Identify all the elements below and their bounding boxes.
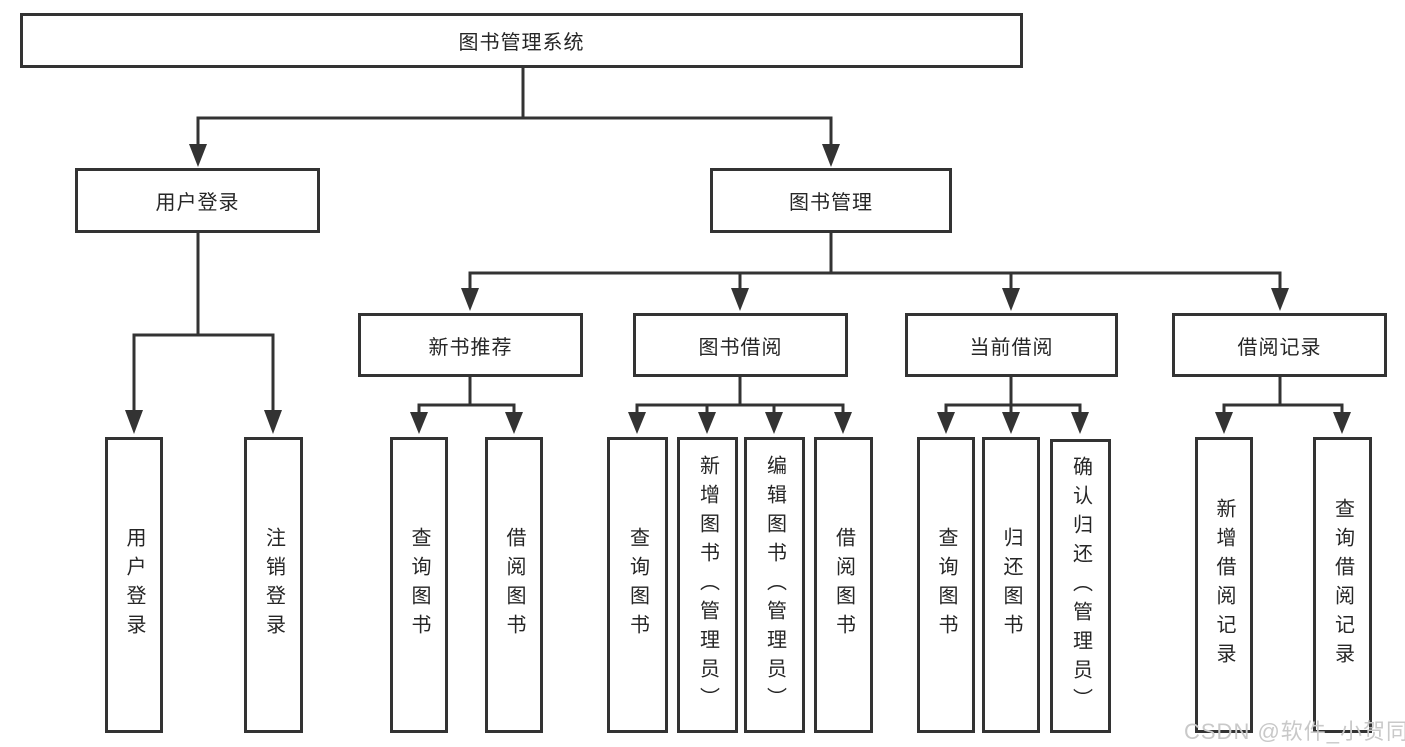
node-records-add-borrow-record: 新增借阅记录	[1195, 437, 1253, 733]
node-label: 借阅图书	[503, 527, 525, 643]
node-label: 注销登录	[262, 527, 285, 643]
node-recommend-query-books: 查询图书	[390, 437, 448, 733]
node-label: 编辑图书（管理员）	[763, 454, 786, 716]
node-current-return-books: 归还图书	[982, 437, 1040, 733]
node-current-borrowing: 当前借阅	[905, 313, 1118, 377]
node-label: 新增图书（管理员）	[696, 454, 719, 716]
node-borrowing-add-book-admin: 新增图书（管理员）	[677, 437, 738, 733]
node-records-query-borrow-record: 查询借阅记录	[1313, 437, 1372, 733]
watermark: CSDN @软件_小贺同学	[1184, 719, 1405, 744]
node-new-book-recommendation: 新书推荐	[358, 313, 583, 377]
node-label: 借阅图书	[832, 527, 855, 643]
node-label: 归还图书	[1000, 527, 1022, 643]
node-library-management-system: 图书管理系统	[20, 13, 1023, 68]
node-label: 查询图书	[935, 527, 957, 643]
node-label: 新增借阅记录	[1213, 498, 1235, 672]
node-logout: 注销登录	[244, 437, 303, 733]
node-label: 查询图书	[408, 527, 430, 643]
node-current-query-books: 查询图书	[917, 437, 975, 733]
node-borrowing-edit-book-admin: 编辑图书（管理员）	[744, 437, 805, 733]
node-borrowing-borrow-books: 借阅图书	[814, 437, 873, 733]
node-label: 用户登录	[123, 527, 145, 643]
node-book-management-branch: 图书管理	[710, 168, 952, 233]
node-label: 查询图书	[626, 527, 649, 643]
node-borrowing-records: 借阅记录	[1172, 313, 1387, 377]
node-book-borrowing: 图书借阅	[633, 313, 848, 377]
node-borrowing-query-books: 查询图书	[607, 437, 668, 733]
node-user-login-branch: 用户登录	[75, 168, 320, 233]
node-label: 查询借阅记录	[1331, 498, 1354, 672]
node-current-confirm-return-admin: 确认归还（管理员）	[1050, 439, 1111, 733]
node-recommend-borrow-books: 借阅图书	[485, 437, 543, 733]
node-user-login: 用户登录	[105, 437, 163, 733]
node-label: 确认归还（管理员）	[1069, 455, 1092, 717]
